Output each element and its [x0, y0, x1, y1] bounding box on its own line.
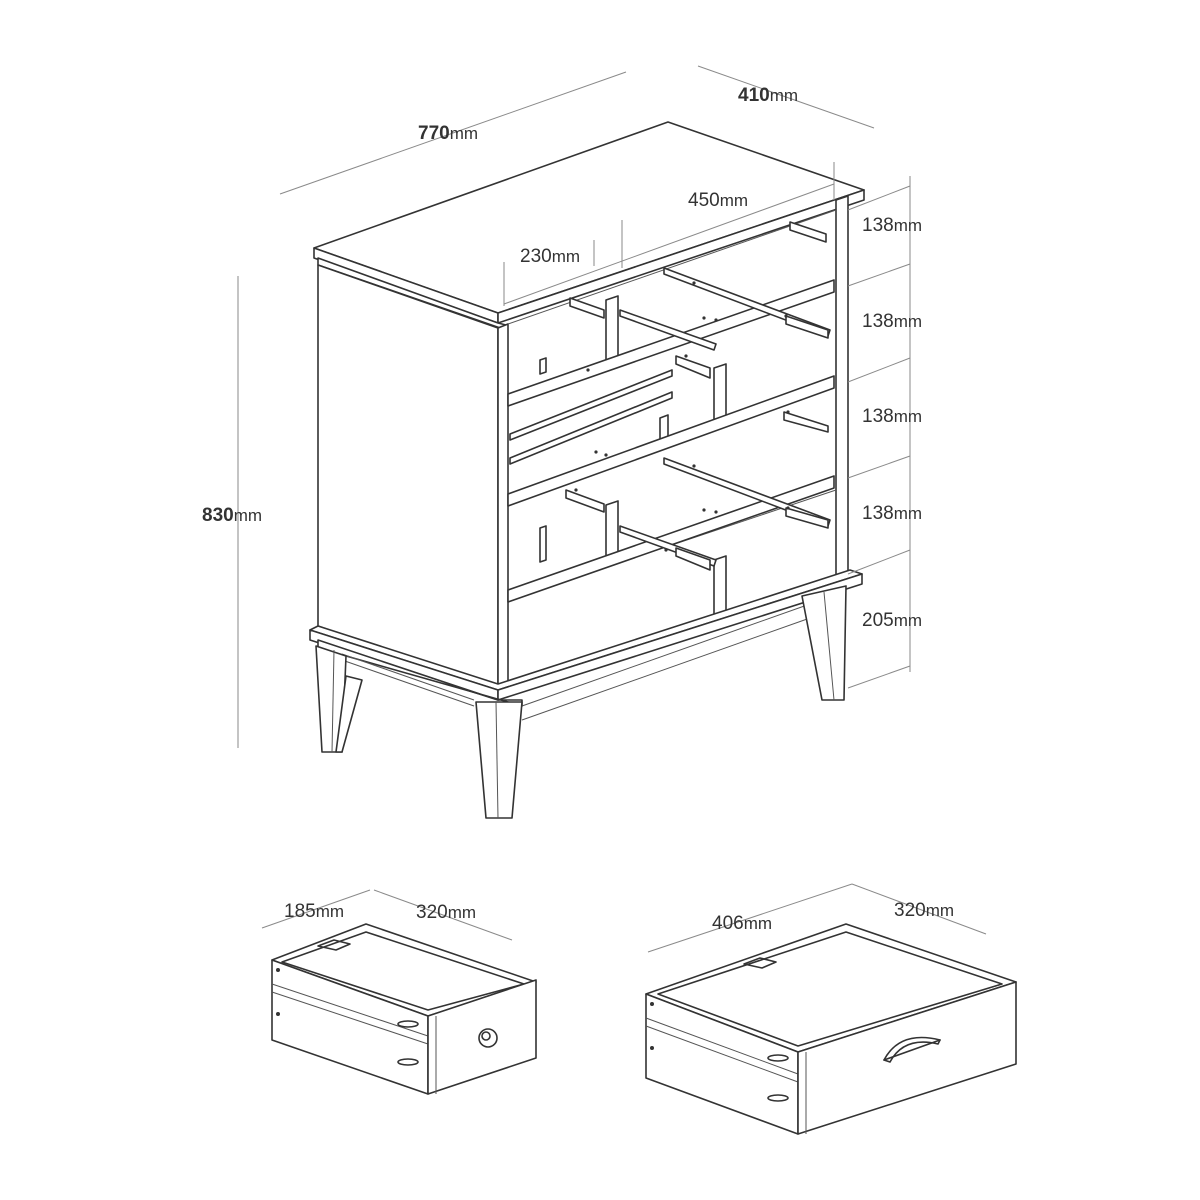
rail-1 [507, 279, 835, 407]
cabinet-front-left-edge [497, 323, 509, 691]
label-width: 770mm [418, 123, 478, 144]
large-drawer-front [797, 981, 1017, 1135]
label-cell-width: 230mm [520, 246, 580, 267]
cup-pull-handle-icon [883, 1036, 941, 1063]
cabinet-top [313, 121, 865, 331]
leg-back-left-2 [335, 675, 363, 753]
small-drawer-drawing: 185mm 320mm 115mm [261, 889, 537, 1095]
small-drawer-width-label: 185mm [284, 901, 344, 922]
small-drawer-depth-label: 320mm [416, 902, 476, 923]
large-drawer-depth-label: 320mm [894, 900, 954, 921]
large-drawer-drawing: 406mm 320mm 115mm [645, 883, 1017, 1135]
wine-cabinet-drawing [309, 121, 865, 819]
leg-front-right [801, 585, 847, 701]
label-row-1: 138mm [862, 215, 922, 236]
label-row-5: 205mm [862, 610, 922, 631]
cabinet-interior [507, 209, 837, 617]
label-row-3: 138mm [862, 406, 922, 427]
leg-front-left [475, 701, 523, 819]
cabinet-dimension-lines [237, 65, 911, 748]
cabinet-base [309, 569, 863, 721]
label-height: 830mm [202, 505, 262, 526]
cabinet-labels: 770mm 410mm 830mm 450mm 230mm 138mm 138m… [202, 85, 922, 631]
large-drawer-width-label: 406mm [712, 913, 772, 934]
rail-3 [507, 475, 835, 603]
cabinet-legs [315, 585, 847, 819]
label-row-4: 138mm [862, 503, 922, 524]
rail-2 [507, 375, 835, 507]
label-row-2: 138mm [862, 311, 922, 332]
label-inner-width: 450mm [688, 190, 748, 211]
cabinet-left-panel [317, 264, 499, 691]
label-depth: 410mm [738, 85, 798, 106]
cabinet-right-post [835, 195, 849, 585]
knob-handle-icon [478, 1028, 498, 1048]
